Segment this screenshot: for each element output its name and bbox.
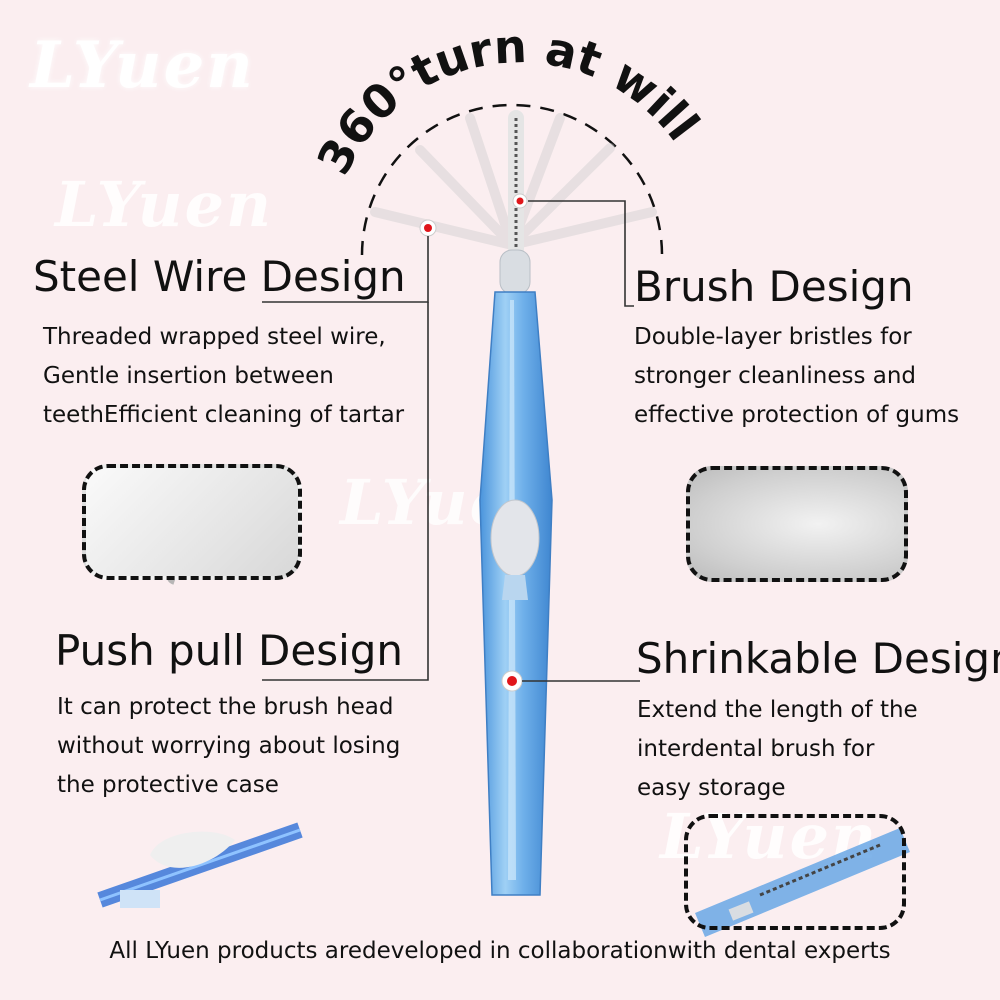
shrinkable-image-frame [684,814,906,930]
push-pull-description: It can protect the brush head without wo… [57,688,400,805]
shrinkable-closeup [695,827,910,938]
slider-stem [502,575,528,600]
push-pull-closeup [97,822,303,908]
description-line: Extend the length of the [637,697,918,723]
brand-watermark: LYuen [30,28,255,103]
description-line: stronger cleanliness and [634,363,917,389]
description-line: It can protect the brush head [57,694,394,720]
description-line: without worrying about losing [57,733,401,759]
brush-heading: Brush Design [634,262,914,311]
steel-wire-heading: Steel Wire Design [33,252,406,301]
brush-neck [499,249,531,295]
marker-dot [419,219,437,237]
shrinkable-heading: Shrinkable Design [636,634,1000,683]
brand-watermark: LYuen [55,168,274,241]
steel-wire-image-frame [82,464,302,580]
brush-image-frame [686,466,908,582]
description-line: effective protection of gums [634,402,960,428]
footer-note: All LYuen products aredeveloped in colla… [109,938,891,964]
marker-dot [512,193,528,209]
description-line: easy storage [637,775,786,801]
push-pull-heading: Push pull Design [55,626,404,675]
shrinkable-description: Extend the length of the interdental bru… [637,691,918,808]
description-line: Double-layer bristles for [634,324,912,350]
marker-dot [501,670,523,692]
brush-description: Double-layer bristles for stronger clean… [634,318,959,435]
steel-wire-description: Threaded wrapped steel wire, Gentle inse… [43,318,404,435]
pointer-line [262,302,429,681]
description-line: interdental brush for [637,736,875,762]
push-pull-image-frame [86,812,302,930]
pointer-line [528,200,634,307]
description-line: Threaded wrapped steel wire, [43,324,386,350]
description-line: the protective case [57,772,279,798]
description-line: Gentle insertion between [43,363,334,389]
description-line: teethEfficient cleaning of tartar [43,402,405,428]
slider-button [490,499,540,577]
